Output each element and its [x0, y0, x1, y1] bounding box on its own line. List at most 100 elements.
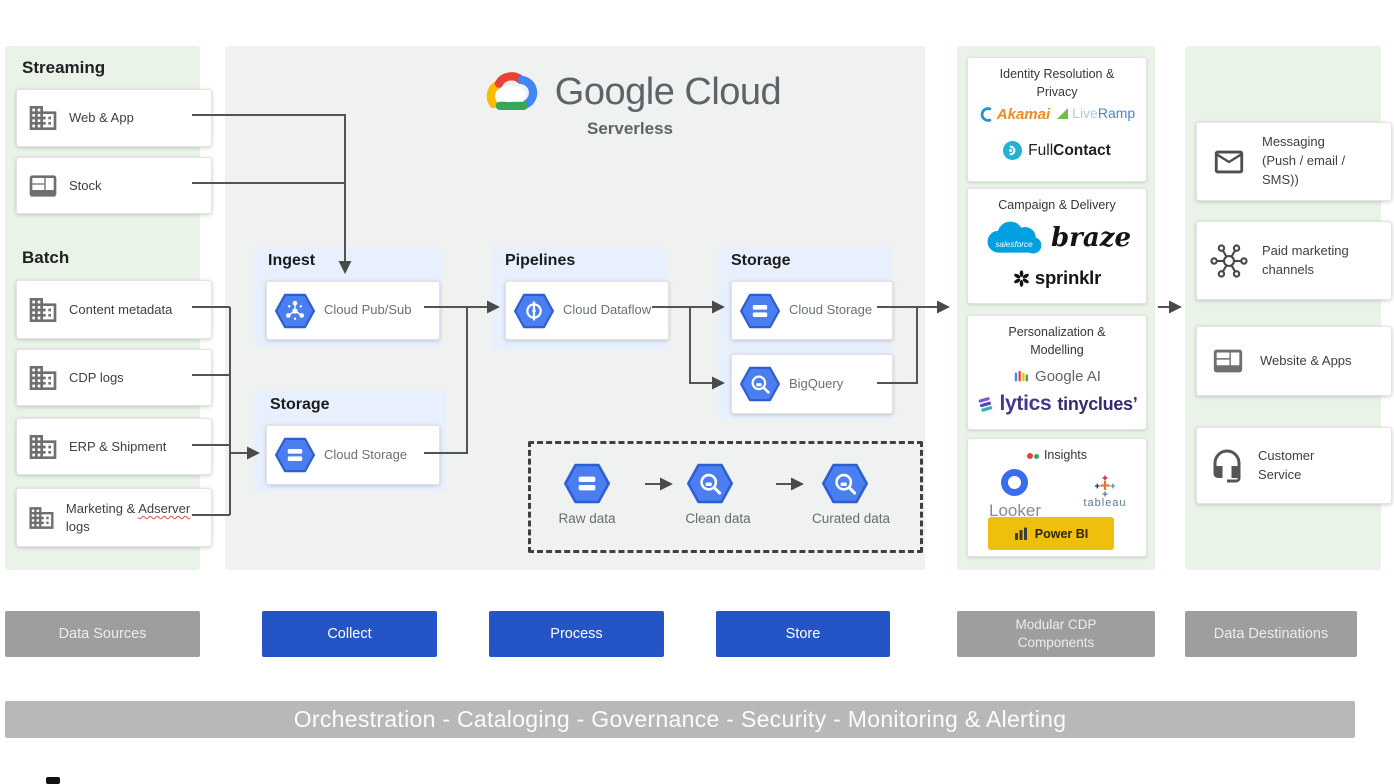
source-box-erp-shipment: ERP & Shipment: [16, 418, 212, 475]
bigquery-hexagon-icon: [687, 463, 733, 504]
lytics-tinyclues-row: lytics tinycluesʼ: [968, 392, 1146, 416]
building-icon: [27, 102, 59, 134]
service-label: Cloud Pub/Sub: [324, 302, 412, 318]
looker-icon: [1001, 469, 1028, 496]
network-icon: [1209, 241, 1249, 281]
label-part-misspelled: Adserver: [138, 500, 191, 516]
source-label: Stock: [69, 177, 102, 193]
bigquery-hexagon-icon: [822, 463, 868, 504]
browser-icon: [1209, 344, 1247, 378]
dest-box-messaging: Messaging (Push / email / SMS)): [1196, 122, 1392, 201]
source-box-marketing-adserver: Marketing & Adserver logs: [16, 488, 212, 547]
service-label: Cloud Storage: [789, 302, 873, 318]
braze-logo: braze: [1050, 223, 1132, 253]
looker-pie-dot-red: [1026, 453, 1033, 459]
stray-mark: [46, 777, 60, 784]
card-identity-resolution: Identity Resolution & Privacy Akamai Liv…: [967, 57, 1147, 182]
footer-label-data-sources: Data Sources: [5, 611, 200, 657]
card-campaign-delivery: Campaign & Delivery salesforce braze: [967, 188, 1147, 304]
dest-label: Customer Service: [1258, 447, 1315, 482]
powerbi-badge: Power BI: [988, 517, 1114, 550]
insights-title: Insights: [1043, 448, 1088, 462]
looker-pie-dot-green: [1033, 454, 1039, 459]
source-label: ERP & Shipment: [69, 438, 167, 454]
footer-label-modular-cdp: Modular CDP Components: [957, 611, 1155, 657]
stage-label-curated: Curated data: [811, 511, 891, 526]
source-label: Content metadata: [69, 301, 173, 317]
dest-label: Paid marketing channels: [1262, 242, 1349, 277]
data-stages-box: [528, 441, 923, 553]
dataflow-box: Cloud Dataflow: [505, 281, 669, 340]
source-box-content-metadata: Content metadata: [16, 280, 212, 339]
tableau-icon: [1095, 475, 1115, 497]
tableau-logo: tableau: [1076, 475, 1134, 509]
dest-box-customer-service: Customer Service: [1196, 427, 1392, 504]
bigquery-box: BigQuery: [731, 354, 893, 414]
building-icon: [27, 294, 59, 326]
source-box-cdp-logs: CDP logs: [16, 349, 212, 406]
footer-label-store: Store: [716, 611, 890, 657]
bigquery-hexagon-icon: [740, 366, 780, 402]
google-ai-wordmark: Google AI: [1035, 368, 1101, 385]
cross-cutting-concerns-bar: Orchestration - Cataloging - Governance …: [5, 701, 1355, 738]
storage-right-heading: Storage: [731, 252, 791, 269]
dataflow-hexagon-icon: [514, 293, 554, 329]
building-icon: [27, 431, 59, 463]
source-box-web-app: Web & App: [16, 89, 212, 147]
akamai-icon: [980, 106, 991, 122]
sprinklr-icon: [1014, 269, 1029, 287]
google-cloud-brand: Google Cloud Serverless: [455, 68, 805, 139]
service-label: BigQuery: [789, 375, 844, 391]
pubsub-hexagon-icon: [275, 293, 315, 329]
building-icon: [27, 502, 56, 534]
svg-text:salesforce: salesforce: [995, 240, 1033, 249]
sprinklr-wordmark: sprinklr: [1034, 267, 1102, 288]
cloud-storage-left-box: Cloud Storage: [266, 425, 440, 485]
lytics-wordmark: lytics: [999, 392, 1052, 415]
dest-label: Messaging (Push / email / SMS)): [1262, 134, 1346, 187]
envelope-icon: [1209, 145, 1249, 179]
batch-heading: Batch: [22, 248, 70, 267]
brand-subtitle: Serverless: [586, 119, 674, 138]
stage-label-raw: Raw data: [558, 511, 616, 526]
building-icon: [27, 362, 59, 394]
card-title: Personalization & Modelling: [1008, 325, 1106, 358]
campaign-logos-row: salesforce braze: [968, 216, 1146, 260]
dest-box-paid-marketing: Paid marketing channels: [1196, 221, 1392, 300]
brand-name: Google Cloud: [554, 70, 782, 113]
headset-icon: [1209, 448, 1245, 484]
source-box-stock: Stock: [16, 157, 212, 214]
streaming-heading: Streaming: [22, 58, 106, 77]
tinyclues-wordmark: tinycluesʼ: [1057, 393, 1138, 414]
google-cloud-logo-icon: [486, 72, 538, 110]
footer-label-data-destinations: Data Destinations: [1185, 611, 1357, 657]
pubsub-box: Cloud Pub/Sub: [266, 281, 440, 340]
fullcontact-icon: [1003, 141, 1023, 160]
sprinklr-logo: sprinklr: [968, 267, 1146, 289]
lytics-icon: [978, 396, 992, 412]
source-label: Web & App: [69, 110, 134, 126]
liveramp-logo: LiveRamp: [1072, 105, 1136, 121]
footer-label-collect: Collect: [262, 611, 437, 657]
browser-icon: [27, 170, 59, 202]
footer-label-process: Process: [489, 611, 664, 657]
powerbi-icon: [1014, 527, 1027, 540]
service-label: Cloud Storage: [324, 446, 408, 462]
liveramp-icon: [1057, 108, 1069, 119]
fullcontact-logo: FullContact: [968, 141, 1146, 160]
google-ai-logo: Google AI: [968, 368, 1146, 385]
service-label: Cloud Dataflow: [563, 302, 652, 318]
cloud-storage-hexagon-icon: [564, 463, 610, 504]
akamai-logo: Akamai: [996, 105, 1051, 123]
stage-label-clean: Clean data: [685, 511, 751, 526]
card-insights: Insights Looker tableau Power BI: [967, 438, 1147, 557]
powerbi-wordmark: Power BI: [1034, 526, 1089, 541]
card-title: Identity Resolution & Privacy: [999, 67, 1115, 100]
salesforce-icon: salesforce: [987, 221, 1042, 254]
card-title: Insights: [968, 446, 1146, 464]
label-part: logs: [65, 518, 90, 534]
google-ai-icon: [1014, 370, 1028, 381]
pipelines-heading: Pipelines: [505, 252, 576, 269]
dest-box-website-apps: Website & Apps: [1196, 326, 1392, 396]
